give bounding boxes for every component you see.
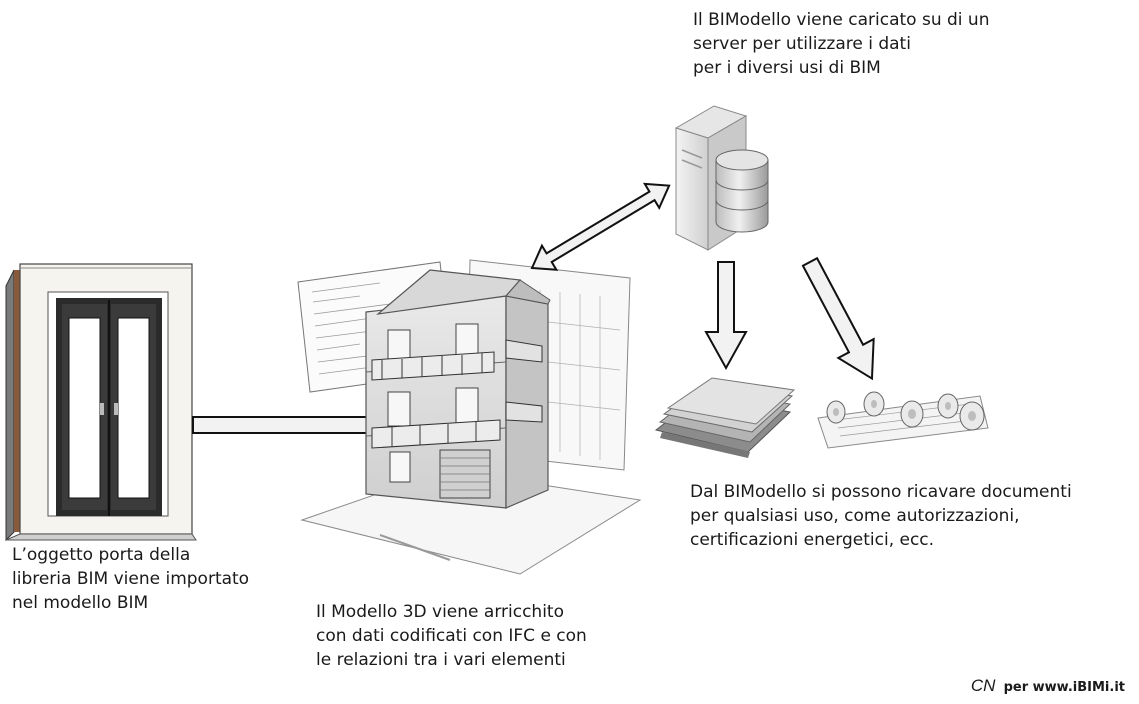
model-caption: Il Modello 3D viene arricchito con dati … xyxy=(316,600,587,672)
database-icon xyxy=(715,149,769,233)
model-caption-line: le relazioni tra i vari elementi xyxy=(316,650,566,670)
rolled-drawings-icon xyxy=(817,391,989,449)
server-caption: Il BIModello viene caricato su di un ser… xyxy=(693,8,989,80)
document-stack-icon xyxy=(654,377,796,458)
door-caption: L’oggetto porta della libreria BIM viene… xyxy=(12,543,249,615)
model-caption-line: con dati codificati con IFC e con xyxy=(316,626,587,646)
credit: CN per www.iBIMi.it xyxy=(971,676,1125,696)
documents-caption-line: certificazioni energetici, ecc. xyxy=(690,530,935,550)
credit-site: per www.iBIMi.it xyxy=(1003,680,1125,695)
server-caption-line: Il BIModello viene caricato su di un xyxy=(693,10,990,30)
down-arrow-drawings xyxy=(801,256,875,381)
documents-caption: Dal BIModello si possono ricavare docume… xyxy=(690,480,1072,552)
documents-caption-line: per qualsiasi uso, come autorizzazioni, xyxy=(690,506,1020,526)
model-caption-line: Il Modello 3D viene arricchito xyxy=(316,602,564,622)
server-caption-line: server per utilizzare i dati xyxy=(693,34,911,54)
building-model-icon xyxy=(297,259,642,575)
credit-initials: CN xyxy=(970,676,996,695)
server-caption-line: per i diversi usi di BIM xyxy=(693,58,881,78)
documents-caption-line: Dal BIModello si possono ricavare docume… xyxy=(690,482,1072,502)
door-caption-line: libreria BIM viene importato xyxy=(12,569,250,589)
door-icon xyxy=(5,263,197,542)
sync-arrow xyxy=(530,182,671,271)
door-caption-line: L’oggetto porta della xyxy=(12,545,191,565)
down-arrow-papers xyxy=(704,261,748,371)
door-caption-line: nel modello BIM xyxy=(12,593,149,613)
